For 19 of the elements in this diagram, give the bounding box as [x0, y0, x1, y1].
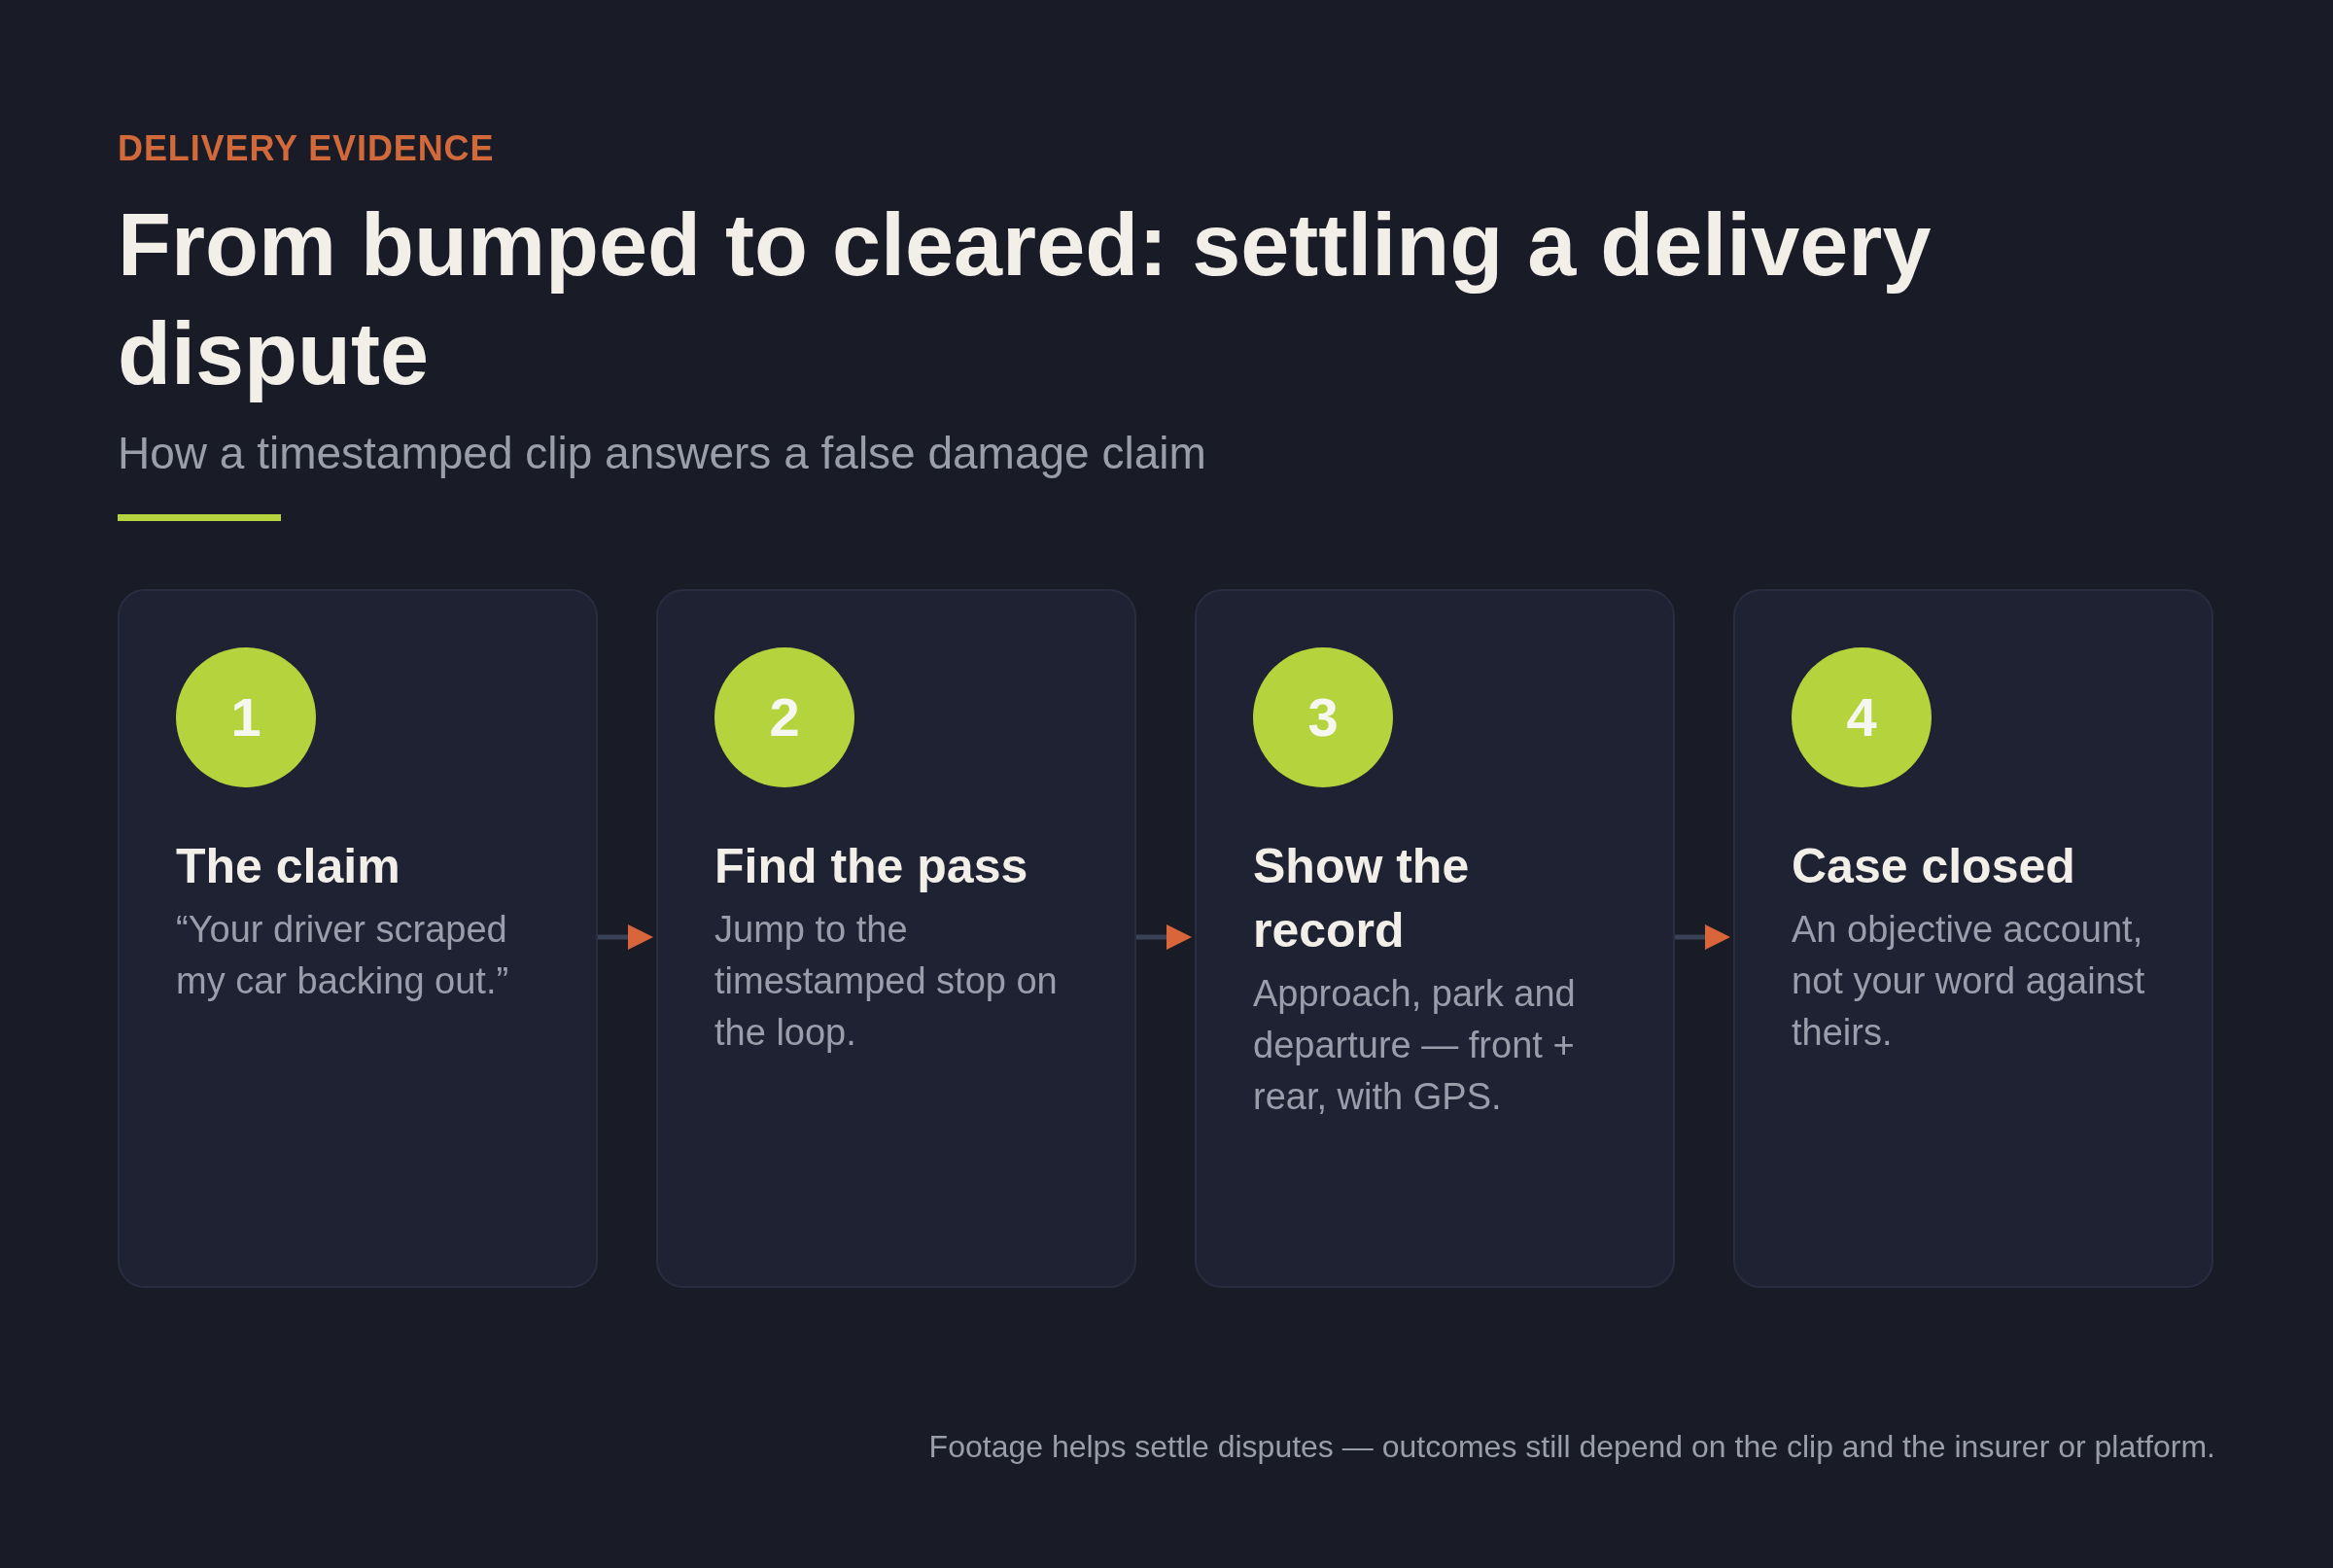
step-heading: Find the pass: [714, 838, 1029, 895]
step-description: “Your driver scraped my car backing out.”: [176, 908, 510, 1003]
step-description: An objective account, not your word against theirs.: [1792, 908, 2146, 1055]
step-card: [1195, 589, 1675, 1288]
step-card: [1733, 589, 2213, 1288]
title: From bumped to cleared: settling a delivery dispute: [118, 195, 1933, 404]
step-heading: The claim: [176, 838, 401, 895]
eyebrow-text: DELIVERY EVIDENCE: [118, 127, 495, 170]
step-description: Jump to the timestamped stop on the loop.: [714, 908, 1059, 1055]
step-card: [656, 589, 1136, 1288]
arrow: [1136, 924, 1192, 950]
arrow: [1675, 924, 1730, 950]
subtitle: How a timestamped clip answers a false damage claim: [118, 427, 1206, 480]
footnote: Footage helps settle disputes — outcomes still depend on the clip and the insurer or platform.: [928, 1428, 2215, 1466]
arrow: [598, 924, 653, 950]
step-description: Approach, park and departure — front + rear, with GPS.: [1253, 972, 1577, 1119]
step-card: [118, 589, 598, 1288]
step-heading: Show the record: [1253, 838, 1471, 959]
step-heading: Case closed: [1792, 838, 2076, 895]
